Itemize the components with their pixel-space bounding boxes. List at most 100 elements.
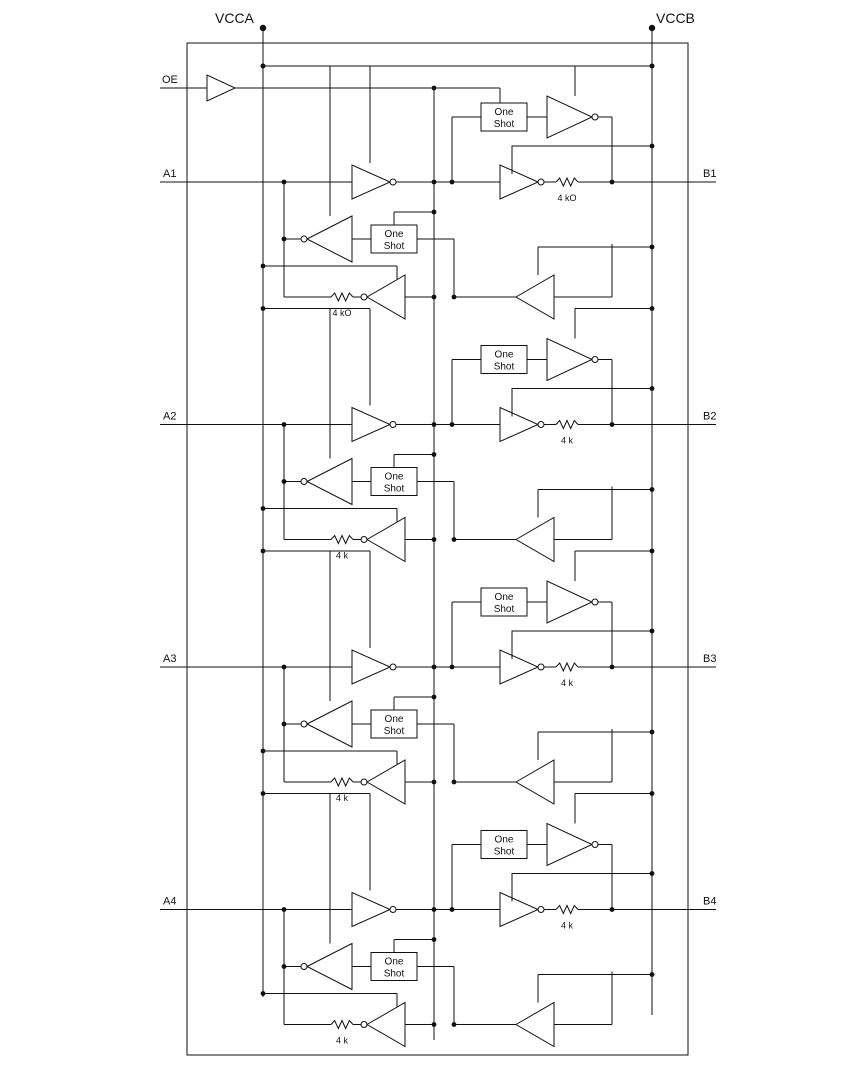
inverter-bubble [389,421,397,428]
ic-outline [186,42,689,1056]
a-output-driver [366,516,406,563]
junction-dot [281,964,287,969]
b-input-buffer [515,516,555,563]
resistor [555,419,579,430]
one-shot-label: One [495,592,514,603]
inverter-bubble [360,1021,368,1028]
junction-dot [649,487,655,492]
a-output-driver [366,1001,406,1048]
junction-dot [431,85,437,91]
junction-dot [260,548,266,554]
one-shot-label: One [385,714,404,725]
a-pin-label: A4 [163,896,176,908]
junction-dot [260,263,266,269]
resistor-label: 4 kO [332,308,351,318]
b-pin-label: B4 [703,896,716,908]
b-output-driver [499,164,540,200]
junction-dot [431,779,437,785]
resistor-label: 4 k [336,551,349,561]
inverter-bubble [360,293,368,301]
junction-dot [649,791,655,796]
wire [511,873,652,902]
junction-dot [260,506,266,511]
inverter-bubble [360,778,368,786]
b-pullup-driver [546,580,594,624]
one-shot-label: Shot [384,484,405,495]
junction-dot [649,143,655,149]
b-output-driver [499,891,540,928]
resistor-label: 4 k [561,678,574,688]
junction-dot [649,972,655,977]
inverter-bubble [300,478,308,485]
junction-dot [431,937,437,942]
one-shot-label: One [495,107,514,118]
b-output-driver [499,406,540,443]
junction-dot [260,991,266,996]
resistor [555,661,579,673]
junction-dot [431,294,437,300]
resistor [330,1019,354,1030]
a-output-driver [366,759,406,805]
inverter-bubble [389,178,397,186]
resistor-label: 4 kO [557,193,576,203]
junction-dot [649,386,655,391]
b-input-buffer [515,274,555,320]
resistor [330,776,354,788]
a-input-buffer [351,891,392,928]
b-pullup-driver [546,822,594,867]
inverter-bubble [360,536,368,543]
one-shot-label: One [385,957,404,968]
inverter-bubble [300,720,308,728]
one-shot-label: One [495,350,514,361]
junction-dot [649,63,655,69]
a-pin-label: A3 [163,653,176,665]
inverter-bubble [300,963,308,970]
inverter-bubble [591,841,599,848]
a-pullup-driver [305,215,353,263]
junction-dot [431,907,437,912]
one-shot-label: One [495,835,514,846]
resistor-label: 4 k [561,436,574,446]
one-shot-block [480,587,528,617]
junction-dot [281,479,287,484]
resistor-label: 4 k [336,1036,349,1046]
b-pin-label: B1 [703,168,716,180]
a-output-driver [366,274,406,320]
a-input-buffer [351,406,392,443]
junction-dot [260,791,266,796]
oe-pin-label: OE [162,74,178,86]
inverter-bubble [537,663,545,671]
inverter-bubble [537,906,545,913]
junction-dot [431,537,437,542]
frame-and-rails: VCCA VCCB OE [160,10,695,1056]
vccb-label: VCCB [656,10,695,26]
inverter-bubble [389,663,397,671]
a-pullup-driver [305,457,353,506]
b-output-driver [499,649,540,685]
inverter-bubble [537,421,545,428]
resistor [555,176,579,188]
junction-dot [431,664,437,670]
one-shot-label: Shot [494,119,515,130]
a-input-buffer [351,164,392,200]
vcca-pin-dot [259,24,267,32]
inverter-bubble [537,178,545,186]
junction-dot [431,452,437,457]
vccb-pin-dot [648,24,656,32]
inverter-bubble [591,356,599,363]
junction-dot [649,871,655,876]
junction-dot [649,729,655,735]
one-shot-label: One [385,229,404,240]
wire [511,388,652,417]
junction-dot [431,694,437,700]
a-pin-label: A1 [163,168,176,180]
resistor [330,534,354,545]
inverter-bubble [389,906,397,913]
junction-dot [431,179,437,185]
a-pin-label: A2 [163,411,176,423]
junction-dot [431,422,437,427]
